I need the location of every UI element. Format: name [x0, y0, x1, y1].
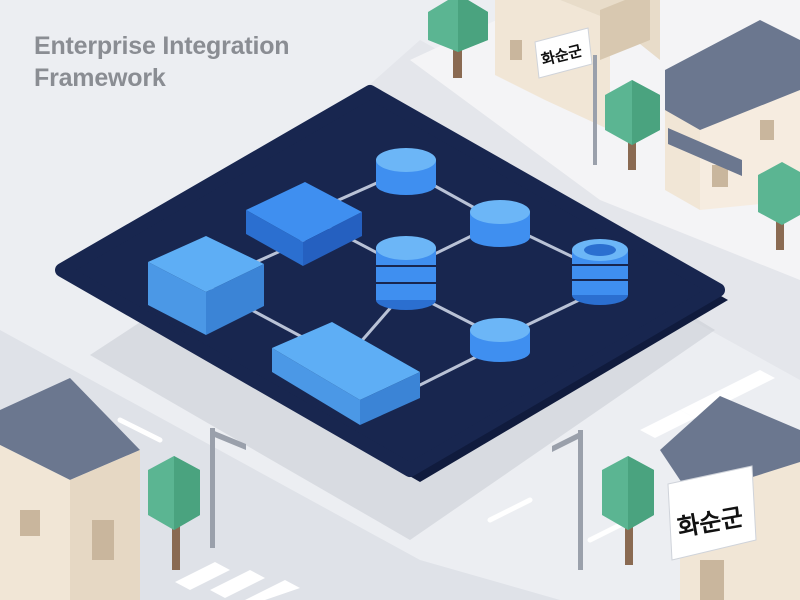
tree-icon — [428, 0, 488, 78]
database-icon — [470, 318, 530, 362]
database-icon — [376, 236, 436, 310]
tree-icon — [148, 456, 200, 570]
title-line-2: Framework — [34, 64, 166, 92]
page-title: Enterprise Integration Framework — [34, 30, 290, 94]
module-block-icon — [246, 182, 362, 266]
database-icon — [470, 200, 530, 247]
street-sign-top: 화순군 — [534, 27, 597, 165]
title-line-1: Enterprise Integration — [34, 32, 290, 60]
house-icon — [665, 20, 800, 210]
street-sign-bottom: 화순군 — [667, 465, 757, 561]
database-icon — [376, 148, 436, 195]
street-lamp-icon — [210, 428, 246, 548]
street-lamp-icon — [552, 430, 583, 570]
house-icon — [0, 378, 140, 600]
database-icon — [572, 239, 628, 305]
module-block-icon — [148, 236, 264, 335]
tree-icon — [758, 162, 800, 250]
module-block-icon — [272, 322, 420, 425]
tree-icon — [602, 456, 654, 565]
tree-icon — [605, 80, 660, 170]
